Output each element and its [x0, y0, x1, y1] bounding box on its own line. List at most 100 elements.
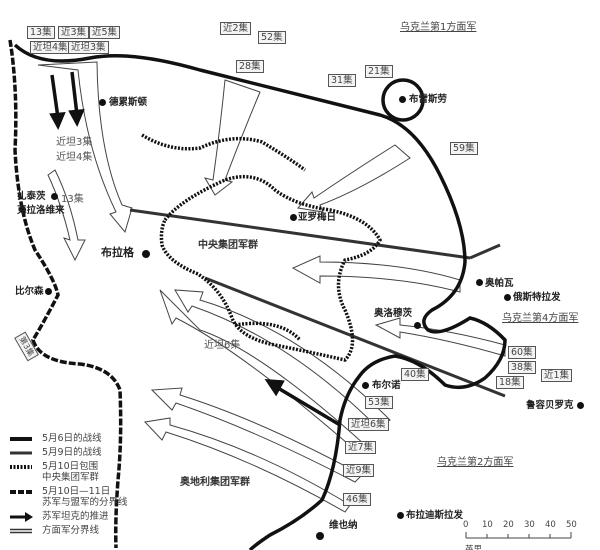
city-jaromer: 亚罗梅日: [298, 212, 337, 223]
arrow-olomouc: [374, 317, 506, 357]
unit-label: 38集: [508, 361, 536, 374]
unit-label: 近坦3集: [68, 41, 109, 54]
unit-label: 31集: [328, 74, 356, 87]
arrow-south-4: [143, 417, 351, 513]
scale-line: [465, 532, 572, 539]
breslau-ring: [381, 78, 425, 122]
unit-label: 近5集: [89, 26, 121, 39]
city-brno: 布尔诺: [372, 380, 401, 391]
city-karlovy-vary: 克拉洛维来: [17, 205, 65, 216]
unit-label: 近坦4集: [30, 41, 71, 54]
city-dot: [577, 402, 584, 409]
city-ostrava: 俄斯特拉发: [513, 292, 561, 303]
city-zatec: 扎泰茨: [17, 191, 46, 202]
legend-label: 苏军坦克的推进: [42, 511, 109, 522]
unit-label: 40集: [401, 368, 429, 381]
city-plzen: 比尔森: [15, 286, 44, 297]
city-dot: [99, 99, 106, 106]
front-label-ukr2: 乌克兰第2方面军: [437, 457, 514, 468]
legend-label: 方面军分界线: [42, 525, 100, 536]
legend: 5月6日的战线 5月9日的战线 5月10日包围 中央集团军群 5月10日—11日…: [8, 433, 128, 539]
unit-label: 近1集: [541, 369, 573, 382]
front-label-ukr1: 乌克兰第1方面军: [400, 22, 477, 33]
unit-label: 59集: [450, 142, 478, 155]
arrow-south-1: [174, 289, 391, 429]
legend-item: 5月6日的战线: [8, 433, 128, 444]
arrow-opava: [291, 255, 461, 293]
city-bratislava: 布拉迪斯拉发: [406, 510, 464, 521]
legend-item: 5月10日包围 中央集团军群: [8, 461, 128, 483]
city-ruzomberok: 鲁容贝罗克: [526, 400, 574, 411]
city-dot: [397, 512, 404, 519]
legend-item: 方面军分界线: [8, 525, 128, 536]
city-opava: 奥帕瓦: [485, 278, 514, 289]
arrow-label: 近坦3集: [56, 137, 93, 148]
unit-label: 13集: [27, 26, 55, 39]
legend-item: 5月9日的战线: [8, 447, 128, 458]
city-vienna: 维也纳: [329, 520, 358, 531]
city-prague: 布拉格: [101, 246, 134, 259]
unit-label: 21集: [365, 65, 393, 78]
city-dot: [142, 250, 150, 258]
scale-tick: 40: [545, 520, 556, 530]
legend-symbol-boundary: [10, 490, 32, 494]
city-breslau: 布雷斯劳: [409, 94, 448, 105]
front-boundaries: [129, 208, 506, 398]
unit-label: 近9集: [343, 464, 375, 477]
legend-item: 5月10日—11日 苏军与盟军的分界线: [8, 486, 128, 508]
scale-tick: 50: [566, 520, 577, 530]
legend-symbol-front-boundary: [10, 528, 32, 534]
scale-tick: 20: [503, 520, 514, 530]
legend-symbol-encirclement: [10, 465, 32, 469]
city-dot: [399, 96, 406, 103]
scale-unit: 英里: [465, 545, 483, 550]
scale-tick: 10: [482, 520, 493, 530]
encirclement-may10: [141, 133, 382, 362]
legend-symbol-may9: [10, 451, 32, 455]
city-olomouc: 奥洛穆茨: [374, 308, 413, 319]
arrow-label: 近坦6集: [204, 340, 241, 351]
city-dot: [476, 279, 483, 286]
unit-label: 近坦6集: [348, 418, 389, 431]
legend-label: 5月10日包围 中央集团军群: [42, 461, 100, 483]
arrow-north-left: [37, 61, 133, 234]
unit-label: 18集: [496, 376, 524, 389]
arrow-south-3: [150, 387, 363, 483]
legend-label: 5月6日的战线: [42, 433, 102, 444]
group-center: 中央集团军群: [198, 240, 258, 251]
arrow-north-left-2: [47, 169, 86, 262]
city-dot: [51, 193, 58, 200]
city-dot: [19, 206, 26, 213]
city-dot: [362, 382, 369, 389]
tank-advances: [49, 71, 341, 427]
scale-tick: 0: [463, 520, 469, 530]
front-label-ukr4: 乌克兰第4方面军: [502, 313, 579, 324]
arrow-59: [297, 144, 411, 213]
scale-bar: 0 10 20 30 40 50 英里: [463, 520, 577, 550]
unit-label: 近2集: [220, 22, 252, 35]
legend-symbol-tank-advance: [10, 512, 33, 522]
unit-label: 近3集: [58, 26, 90, 39]
scale-tick: 30: [524, 520, 535, 530]
legend-item: 苏军坦克的推进: [8, 511, 128, 522]
unit-label: 53集: [365, 396, 393, 409]
city-dot: [504, 294, 511, 301]
city-dot: [316, 532, 324, 540]
legend-label: 5月9日的战线: [42, 447, 102, 458]
group-austria: 奥地利集团军群: [180, 477, 250, 488]
city-dot: [290, 214, 297, 221]
legend-symbol-may6: [10, 437, 32, 441]
unit-label: 52集: [258, 31, 286, 44]
unit-label: 28集: [236, 60, 264, 73]
unit-label: 46集: [343, 493, 371, 506]
unit-label: 近7集: [345, 441, 377, 454]
boundary-may10-11: [8, 39, 123, 549]
city-dot: [414, 322, 421, 329]
arrow-label: 近坦4集: [56, 152, 93, 163]
city-dresden: 德累斯顿: [109, 97, 148, 108]
front-may6: [13, 43, 507, 550]
city-dot: [45, 288, 52, 295]
unit-label: 60集: [508, 346, 536, 359]
